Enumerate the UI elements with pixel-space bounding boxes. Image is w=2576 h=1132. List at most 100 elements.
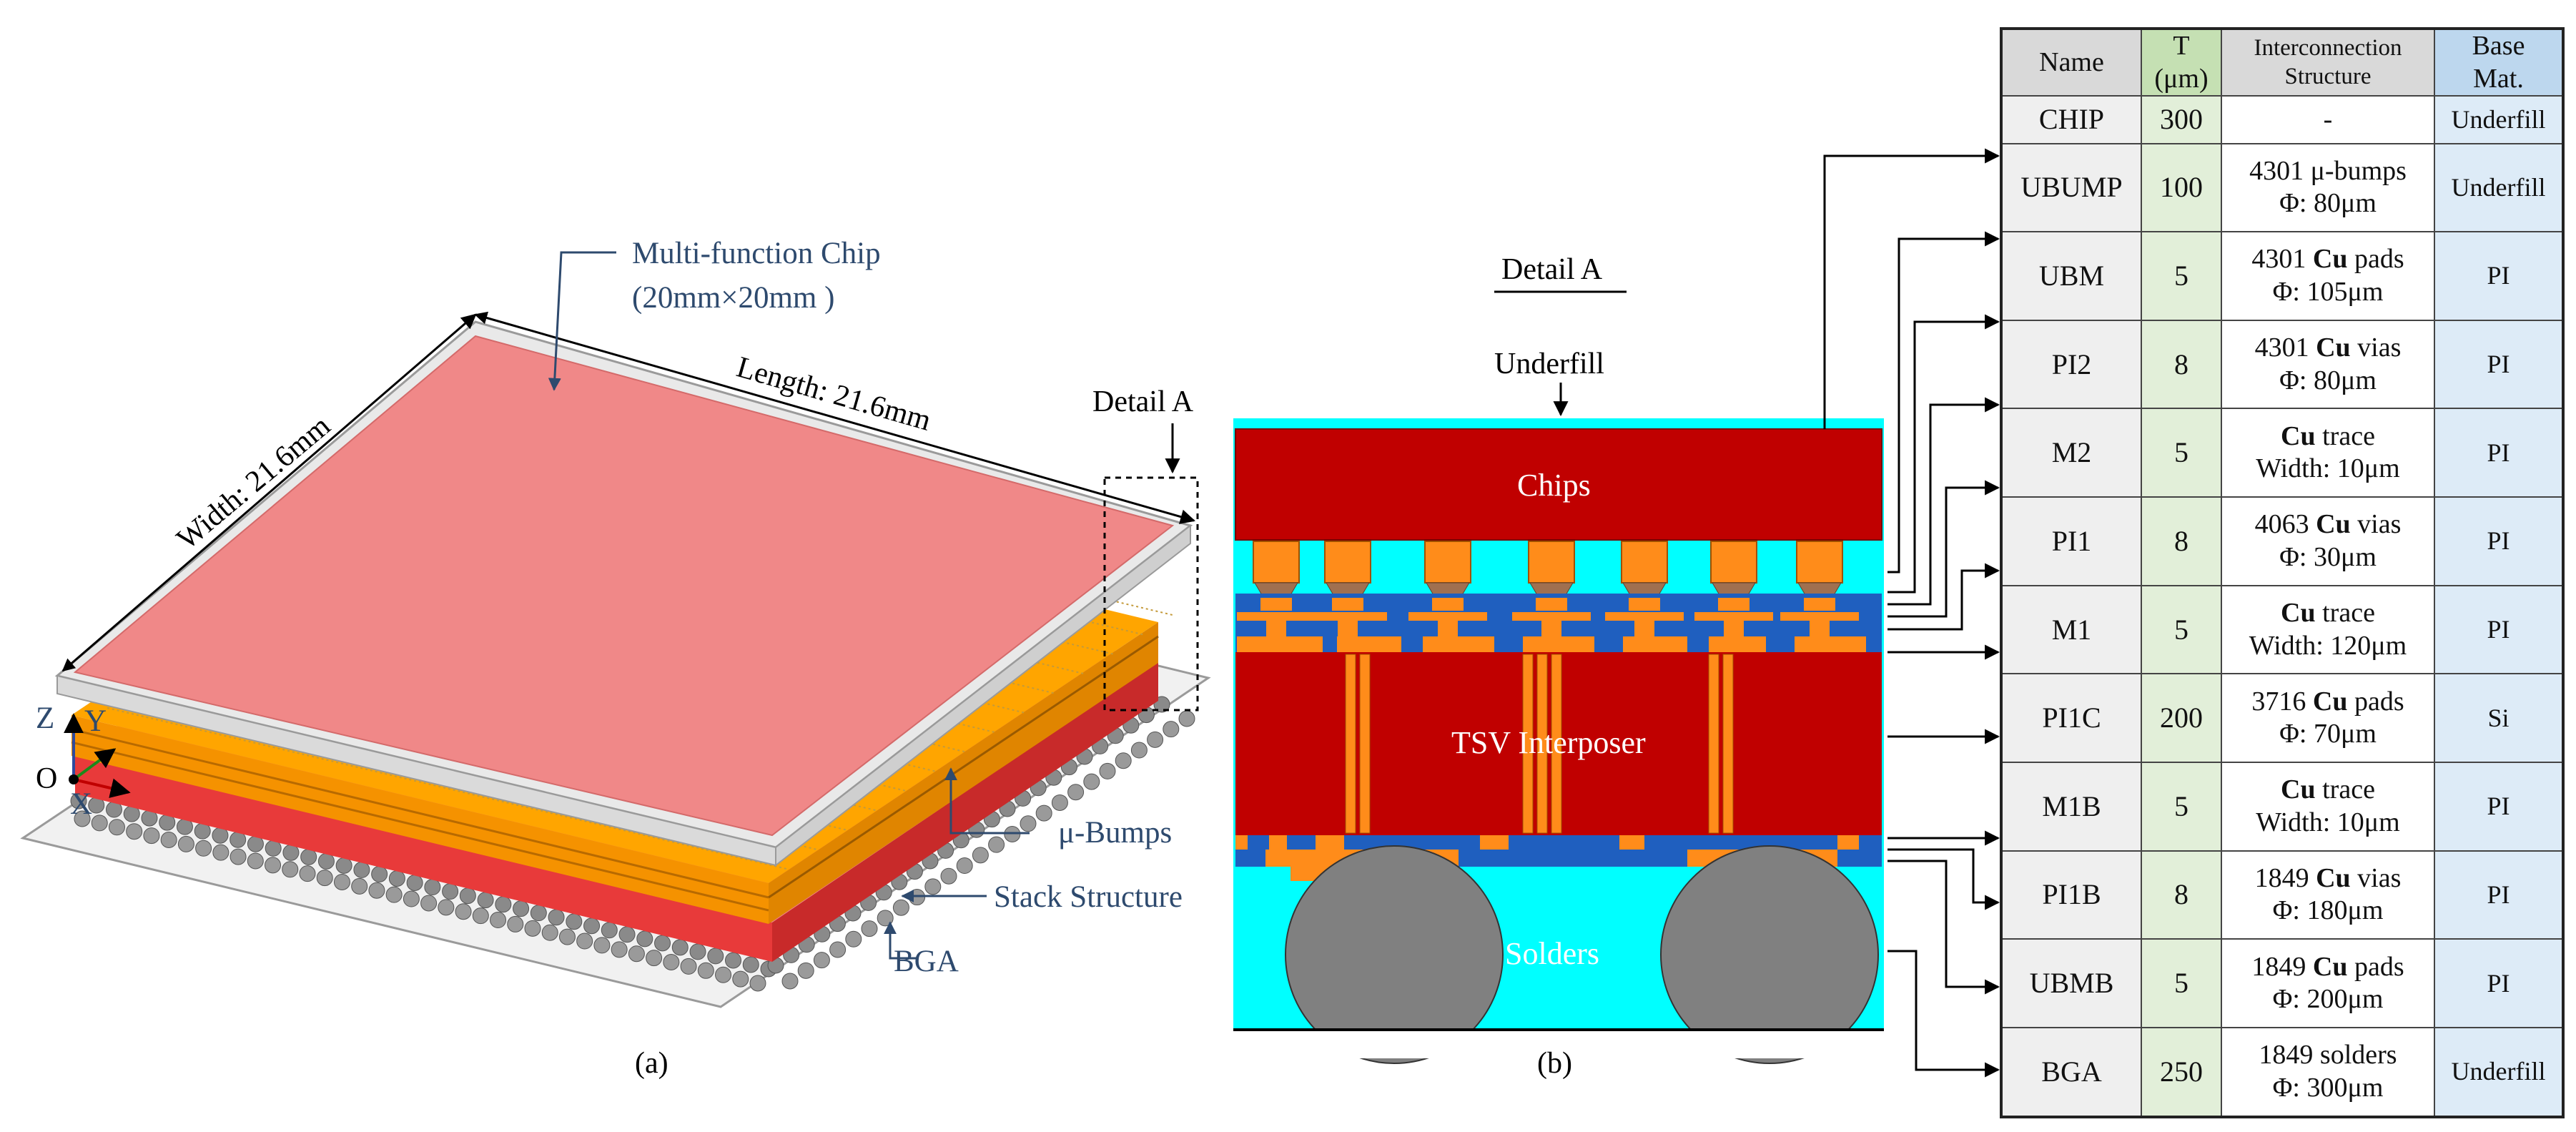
bga-ball — [126, 823, 143, 840]
pi2-via — [1536, 598, 1567, 611]
cell-structure-line1: 4301 Cu pads — [2251, 244, 2404, 275]
bga-ball — [940, 867, 957, 885]
axis-o-label: O — [36, 762, 57, 795]
caption-b: (b) — [1537, 1047, 1572, 1080]
bga-ball — [282, 861, 299, 878]
bga-ball — [299, 865, 316, 882]
cell-thickness-text: 5 — [2174, 436, 2188, 469]
cell-base-mat: Si — [2434, 673, 2564, 764]
cell-thickness-text: 8 — [2174, 878, 2188, 911]
bga-ball — [601, 922, 618, 939]
micro-bumps — [1253, 541, 1843, 596]
bga-ball — [442, 883, 459, 900]
cell-structure-line2: Width: 10μm — [2256, 807, 2400, 837]
m1-trace — [1423, 636, 1494, 652]
bga-ball — [1147, 731, 1164, 748]
tsv-via — [1359, 654, 1371, 834]
cell-mat-text: PI — [2487, 526, 2510, 556]
leader-pi2 — [1887, 397, 2000, 606]
layer-leader-lines — [1823, 148, 2000, 1078]
cell-thickness-text: 100 — [2160, 171, 2203, 204]
bga-ball — [583, 917, 601, 935]
cell-thickness: 8 — [2141, 319, 2222, 410]
micro-bump — [1621, 541, 1668, 584]
stack-front — [71, 715, 769, 924]
bga-ball — [671, 939, 689, 956]
cell-name-text: PI2 — [2051, 348, 2092, 380]
bga-ball — [663, 954, 680, 971]
bumps-label: μ-Bumps — [1058, 816, 1172, 850]
bga-ball — [177, 835, 194, 852]
bga-ball — [530, 905, 547, 922]
m1-trace — [1795, 636, 1866, 652]
bga-ball — [212, 844, 230, 861]
leader-bga — [1887, 950, 2000, 1078]
cell-thickness: 5 — [2141, 584, 2222, 675]
bga-ball — [490, 912, 507, 929]
cell-name-text: M1 — [2051, 613, 2092, 646]
layer-parameter-table: Name T (μm) Interconnection Structure Ba… — [2000, 27, 2565, 1118]
m2-trace — [1605, 612, 1684, 621]
ubm-pad — [1712, 582, 1756, 596]
cell-name-text: PI1C — [2042, 702, 2101, 734]
solders-label: Solders — [1505, 936, 1599, 971]
m1-trace — [1523, 636, 1594, 652]
bga-ball-array — [70, 696, 1195, 992]
cell-name: M2 — [2000, 408, 2142, 498]
cell-name: BGA — [2000, 1026, 2142, 1118]
cell-base-mat: PI — [2434, 850, 2564, 940]
detail-a-label: Detail A — [1092, 385, 1194, 418]
cell-base-mat: Underfill — [2434, 1026, 2564, 1118]
bga-ball — [265, 857, 282, 874]
bga-ball — [680, 958, 697, 975]
bga-ball — [654, 935, 671, 952]
cell-name-text: CHIP — [2038, 103, 2105, 136]
underfill-label: Underfill — [1494, 348, 1604, 380]
substrate-side — [772, 661, 1158, 962]
axis-x-label: X — [70, 787, 92, 821]
stack-layer-line — [71, 741, 769, 912]
cell-name: M1B — [2000, 762, 2142, 852]
cell-base-mat: PI — [2434, 496, 2564, 586]
leader-pi1 — [1887, 563, 2000, 631]
bga-ball — [892, 899, 909, 916]
interposer-label: TSV Interposer — [1451, 725, 1646, 760]
ubm-pad — [1529, 582, 1574, 596]
cell-name-text: UBUMP — [2020, 171, 2123, 204]
m2-trace — [1237, 612, 1316, 621]
micro-bump — [1528, 541, 1575, 584]
bga-ball — [495, 896, 512, 913]
leader-m2 — [1887, 480, 2000, 618]
bga-ball — [715, 966, 732, 983]
bga-ball — [1067, 784, 1085, 801]
cell-thickness: 200 — [2141, 673, 2222, 764]
bga-ball — [403, 890, 420, 907]
cell-structure-line1: 4301 Cu vias — [2254, 333, 2402, 363]
cell-thickness: 300 — [2141, 95, 2222, 144]
tsv-via — [1722, 654, 1734, 834]
substrate-front — [75, 754, 772, 962]
m2-trace — [1308, 612, 1387, 621]
cell-name-text: M2 — [2051, 436, 2092, 469]
bga-ball — [593, 937, 611, 954]
leader-ubm — [1887, 314, 2000, 594]
cell-structure-line2: Φ: 80μm — [2279, 188, 2377, 219]
bga-ball — [742, 956, 759, 973]
solder-ball-right — [1660, 845, 1879, 1064]
pi2-via — [1718, 598, 1750, 611]
tsv-via — [1551, 654, 1562, 834]
bga-ball — [388, 870, 405, 887]
chip-slab-side — [775, 523, 1191, 867]
cell-base-mat: PI — [2434, 762, 2564, 852]
stack-layer-line — [71, 728, 769, 899]
cell-name: PI1 — [2000, 496, 2142, 586]
pi2-via — [1629, 598, 1660, 611]
bga-ball — [646, 950, 663, 967]
m1b-trace — [1837, 835, 1859, 850]
cell-name: PI1B — [2000, 850, 2142, 940]
